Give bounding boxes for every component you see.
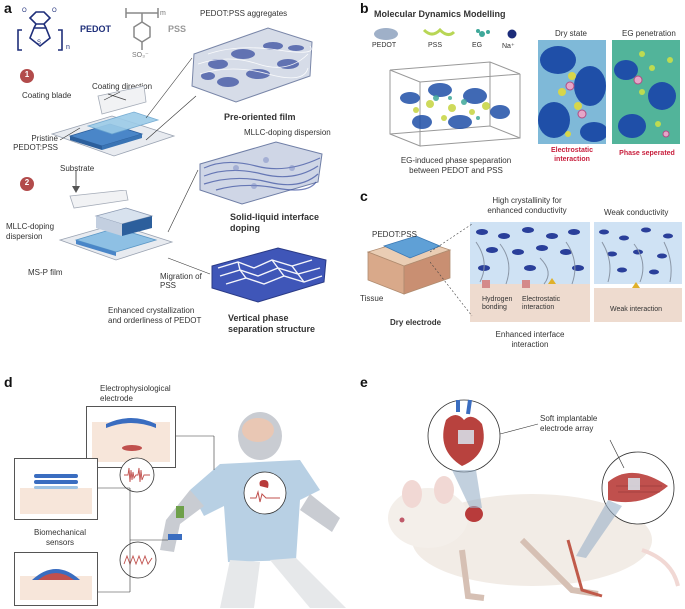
panel-label-d: d xyxy=(4,374,13,390)
high-crystallinity-label: High crystallinity for enhanced conducti… xyxy=(472,196,582,216)
ephys-text: Electrophysiological electrode xyxy=(100,384,171,403)
migration-label: Migration of PSS xyxy=(160,272,202,290)
soft-array-label: Soft implantable electrode array xyxy=(540,414,597,434)
pedot-label: PEDOT xyxy=(80,24,112,34)
pss-label: PSS xyxy=(168,24,187,34)
substrate-label: Substrate xyxy=(60,164,95,173)
phase-separated-label: Phase seperated xyxy=(619,150,675,157)
enhanced-crystallization-label: Enhanced crystallization and orderliness… xyxy=(108,306,201,326)
coating-setup-visual xyxy=(50,86,176,157)
panel-label-b: b xyxy=(360,0,369,16)
biomech-text: Biomechanical sensors xyxy=(33,528,87,547)
mllc-dispersion-left-label: MLLC-doping dispersion xyxy=(6,222,54,242)
step-1-number: 1 xyxy=(24,70,30,79)
electrostatic-c-text: Electrostatic interaction xyxy=(522,296,561,311)
enhanced-interface-text: Enhanced interface interaction xyxy=(495,330,565,349)
solid-liquid-doping-visual xyxy=(199,141,323,205)
high-cryst-text: High crystallinity for enhanced conducti… xyxy=(487,196,567,215)
legend-na: Na⁺ xyxy=(502,43,515,50)
panel-label-c: c xyxy=(360,188,368,204)
strain-signal-circle xyxy=(119,541,157,579)
dry-state-label: Dry state xyxy=(555,29,588,38)
mllc-dispersion-top-label: MLLC-doping dispersion xyxy=(244,128,331,137)
enhanced-interface-visual xyxy=(470,222,590,322)
vertical-phase-visual xyxy=(211,247,327,303)
solid-liquid-label: Solid-liquid interface doping xyxy=(230,212,319,234)
soft-array-text: Soft implantable electrode array xyxy=(540,414,598,433)
panel-d-connectors xyxy=(98,435,215,593)
tissue-label: Tissue xyxy=(360,294,384,303)
layered-sensor-card xyxy=(14,458,98,520)
rat-visual xyxy=(388,399,680,601)
md-caption: EG-induced phase speparation between PED… xyxy=(382,156,530,176)
eg-penetration-label: EG penetration xyxy=(622,29,676,38)
hydrogen-bonding-label: Hydrogen bonding xyxy=(482,296,512,312)
aggregates-label: PEDOT:PSS aggregates xyxy=(200,9,288,18)
msp-film-label: MS-P film xyxy=(28,268,63,277)
heart-signal-circle xyxy=(243,471,287,515)
md-simulation-box xyxy=(389,61,521,147)
legend-pedot: PEDOT xyxy=(372,42,397,49)
panel-label-e: e xyxy=(360,374,368,390)
pedot-subscript: n xyxy=(66,44,70,51)
weak-interaction-label: Weak interaction xyxy=(610,306,663,313)
weak-conductivity-label: Weak conductivity xyxy=(604,208,669,217)
dry-state-image xyxy=(538,40,606,144)
enhanced-interface-label: Enhanced interface interaction xyxy=(470,330,590,350)
panel-a-connectors xyxy=(59,57,211,275)
md-legend-icons xyxy=(374,27,517,40)
pre-oriented-film-label: Pre-oriented film xyxy=(224,112,296,122)
md-legend: PEDOT PSS EG Na⁺ xyxy=(372,42,542,52)
doping-setup-visual xyxy=(58,190,174,261)
emg-signal-circle xyxy=(119,457,155,493)
vertical-phase-text: Vertical phase separation structure xyxy=(228,313,316,334)
step-2-number: 2 xyxy=(24,178,30,187)
electrostatic-label-b: Electrostatic interaction xyxy=(534,146,610,164)
pedot-structure-icon: O O S xyxy=(17,8,63,51)
svg-text:O: O xyxy=(22,8,27,14)
weak-interface-visual xyxy=(594,222,682,322)
ephys-label: Electrophysiological electrode xyxy=(100,384,171,404)
vertical-phase-label: Vertical phase separation structure xyxy=(228,313,315,335)
biomech-label: Biomechanical sensors xyxy=(20,528,100,548)
pss-subscript: m xyxy=(160,10,166,17)
ephys-electrode-card xyxy=(86,406,176,468)
dry-electrode-label: Dry electrode xyxy=(390,318,442,327)
pedot-pss-c-label: PEDOT:PSS xyxy=(372,230,417,239)
eg-penetration-image xyxy=(612,40,680,144)
biomech-sensor-card xyxy=(14,552,98,606)
legend-eg: EG xyxy=(472,42,483,49)
panel-e-pointer xyxy=(500,423,625,469)
svg-text:O: O xyxy=(52,8,57,14)
dry-electrode-visual xyxy=(366,235,452,295)
pre-oriented-film-visual xyxy=(191,27,313,103)
solid-liquid-text: Solid-liquid interface doping xyxy=(230,212,320,233)
electrostatic-b-text: Electrostatic interaction xyxy=(550,147,594,163)
so3-label: SO₃⁻ xyxy=(132,52,149,59)
hydrogen-text: Hydrogen bonding xyxy=(482,296,513,311)
coating-blade-label: Coating blade xyxy=(22,91,72,100)
panel-c-zoom-lines xyxy=(430,223,473,317)
electrostatic-c-label: Electrostatic interaction xyxy=(522,296,560,312)
mllc-dispersion-left-text: MLLC-doping dispersion xyxy=(6,222,55,241)
pristine-label: Pristine PEDOT:PSS xyxy=(2,134,58,152)
step-2-badge xyxy=(20,177,34,191)
legend-pss: PSS xyxy=(428,42,443,49)
md-caption-text: EG-induced phase speparation between PED… xyxy=(400,156,512,175)
panel-label-a: a xyxy=(4,0,12,16)
md-title: Molecular Dynamics Modelling xyxy=(374,9,506,19)
step-1-badge xyxy=(20,69,34,83)
svg-text:S: S xyxy=(37,40,41,46)
coating-direction-label: Coating direction xyxy=(92,82,153,91)
enhanced-cryst-text: Enhanced crystallization and orderliness… xyxy=(108,306,202,325)
pristine-text: Pristine PEDOT:PSS xyxy=(13,134,58,152)
step-arrow xyxy=(72,170,80,193)
pss-structure-icon xyxy=(125,8,159,50)
migration-text: Migration of PSS xyxy=(160,272,202,290)
